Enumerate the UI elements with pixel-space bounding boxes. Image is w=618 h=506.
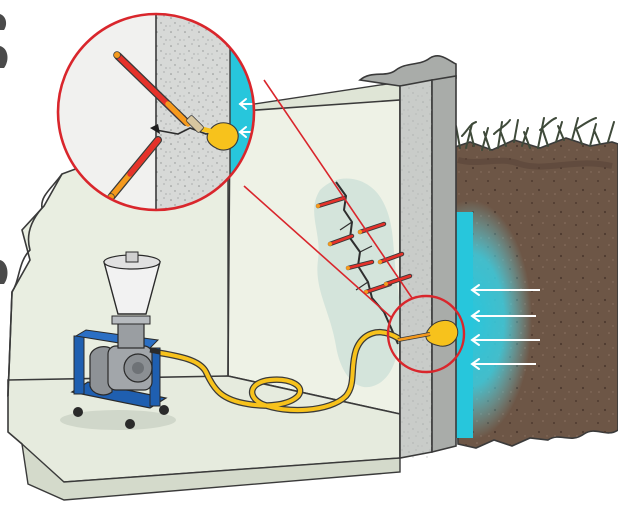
injection-ports <box>315 195 413 295</box>
water-pressure-arrow-icon <box>238 98 254 138</box>
injection-port-icon <box>315 195 347 209</box>
resin-exit-icon <box>397 320 459 347</box>
injection-pump-icon <box>60 251 176 430</box>
water-pressure-arrow-icon <box>470 358 536 370</box>
detail-target-circle <box>386 294 466 374</box>
water-pressure-arrow-icon <box>470 284 540 296</box>
injection-hose <box>150 329 402 414</box>
injection-port-icon <box>345 259 375 271</box>
injection-port-icon <box>113 51 204 133</box>
concrete-wall-cutaway <box>358 55 457 459</box>
injection-port-icon <box>357 221 387 235</box>
water-pressure-arrow-icon <box>470 310 536 322</box>
grass-icon <box>455 117 615 151</box>
injection-port-icon <box>377 251 405 265</box>
water-pressure-arrow-icon <box>470 334 540 346</box>
callout-connectors <box>243 79 413 319</box>
injection-port-icon <box>327 233 355 247</box>
injection-port-icon <box>383 273 413 287</box>
basement-room <box>7 81 401 501</box>
edge-fragments <box>0 14 8 284</box>
water-pressure-arrows <box>470 284 540 370</box>
